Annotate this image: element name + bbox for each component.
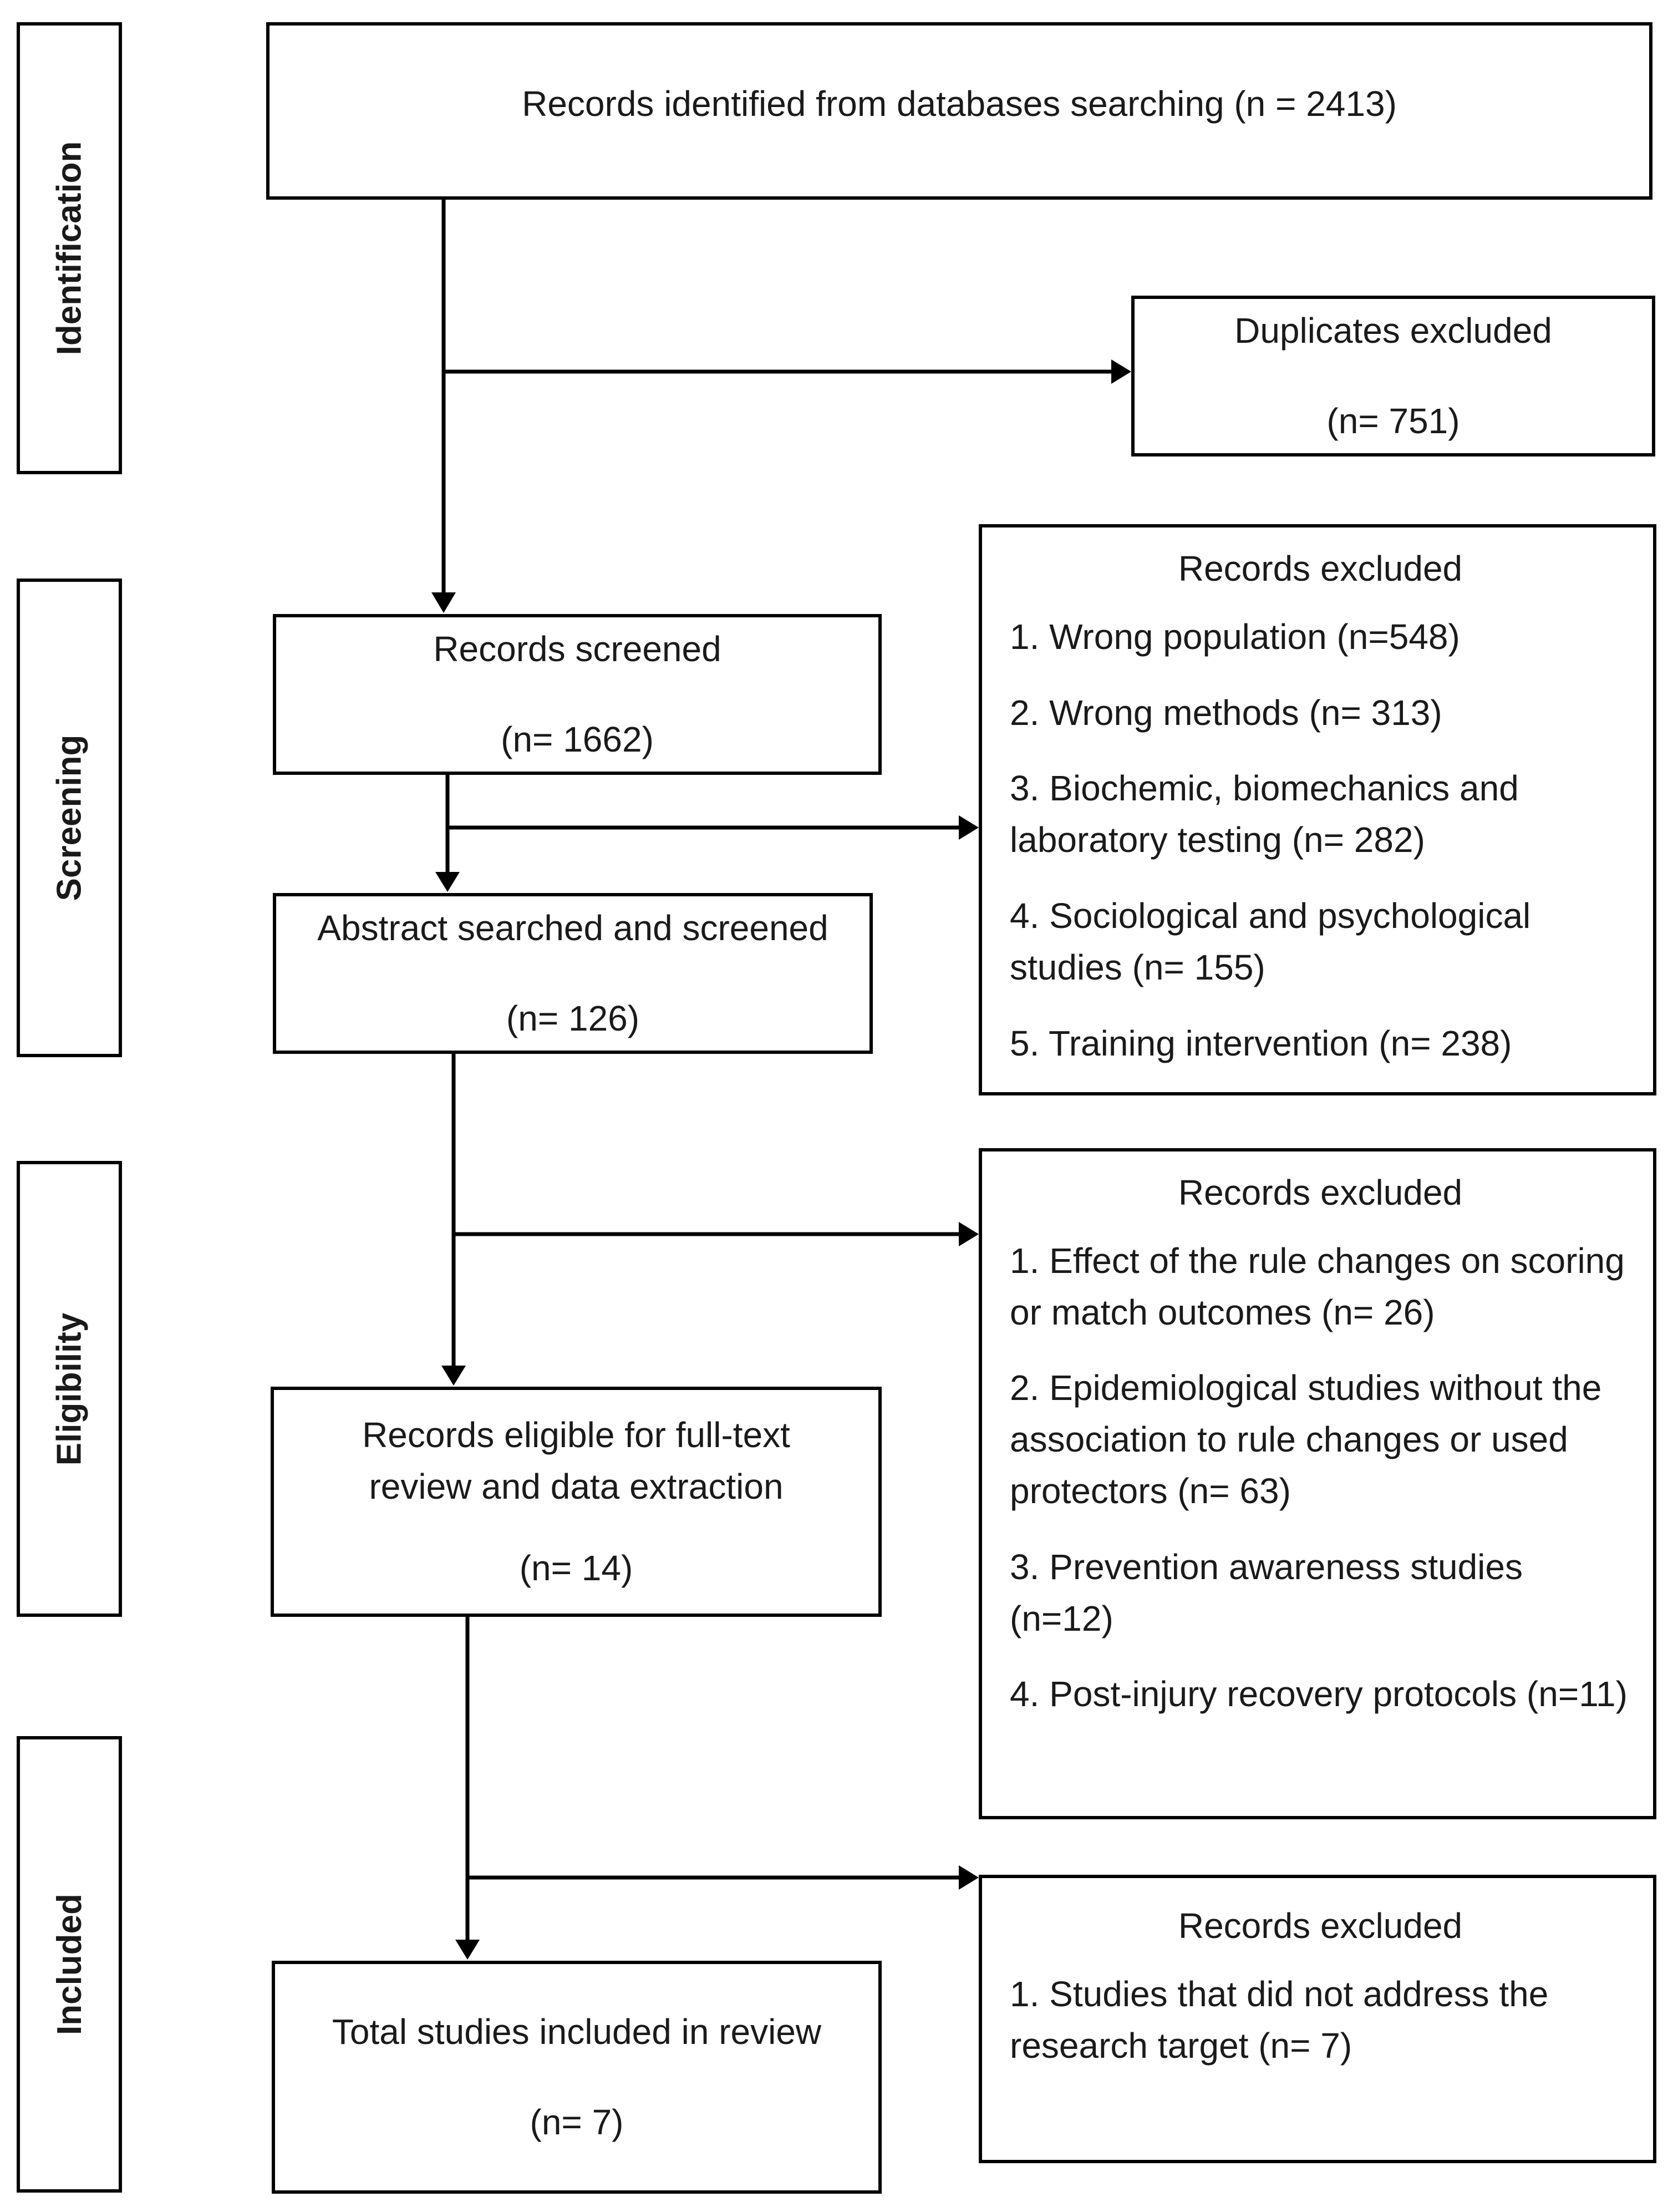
eligible-count: (n= 14): [519, 1548, 633, 1589]
arrowhead-right: [959, 1865, 979, 1890]
screened-label: Records screened: [433, 629, 721, 669]
identified-label: Records identified from databases search…: [522, 84, 1397, 124]
eligibility-exclusion-item: 3. Prevention awareness studies (n=12): [1010, 1546, 1523, 1638]
included-exclusion-box: Records excluded 1. Studies that did not…: [979, 1875, 1656, 2163]
screening-exclusion-item: 4. Sociological and psychological studie…: [1010, 895, 1531, 987]
screening-exclusion-title: Records excluded: [1178, 549, 1463, 588]
identified-box: Records identified from databases search…: [266, 22, 1652, 200]
screening-exclusion-item: 2. Wrong methods (n= 313): [1010, 692, 1442, 733]
eligibility-exclusion-item: 4. Post-injury recovery protocols (n=11): [1010, 1674, 1628, 1714]
abstract-box: Abstract searched and screened (n= 126): [273, 893, 873, 1054]
arrowhead-down: [435, 872, 460, 892]
screened-count: (n= 1662): [501, 719, 654, 759]
eligible-label-line1: Records eligible for full-text: [362, 1414, 790, 1455]
stage-identification: Identification: [17, 22, 122, 474]
stage-included: Included: [17, 1736, 122, 2193]
stage-eligibility: Eligibility: [17, 1161, 122, 1617]
eligibility-exclusion-title: Records excluded: [1178, 1173, 1463, 1212]
included-count: (n= 7): [530, 2102, 624, 2142]
screening-exclusion-item: 3. Biochemic, biomechanics and laborator…: [1010, 768, 1519, 860]
abstract-count: (n= 126): [506, 998, 640, 1038]
included-label: Total studies included in review: [332, 2012, 822, 2052]
abstract-label: Abstract searched and screened: [317, 908, 828, 948]
arrowhead-right: [959, 815, 979, 840]
arrowhead-down: [455, 1940, 480, 1960]
arrowhead-down: [431, 592, 456, 613]
duplicates-count: (n= 751): [1326, 401, 1460, 441]
stage-screening: Screening: [17, 579, 122, 1057]
screening-exclusion-item: 5. Training intervention (n= 238): [1010, 1023, 1512, 1063]
duplicates-label: Duplicates excluded: [1234, 311, 1552, 351]
eligibility-exclusion-item: 2. Epidemiological studies without the a…: [1010, 1368, 1602, 1511]
included-exclusion-title: Records excluded: [1178, 1906, 1463, 1946]
arrowhead-right: [1111, 359, 1131, 384]
eligible-box: Records eligible for full-text review an…: [271, 1387, 882, 1617]
eligibility-exclusion-box: Records excluded 1. Effect of the rule c…: [979, 1148, 1656, 1819]
arrowhead-right: [959, 1222, 979, 1246]
duplicates-box: Duplicates excluded (n= 751): [1131, 296, 1655, 456]
eligible-label-line2: review and data extraction: [369, 1466, 784, 1506]
included-exclusion-item: 1. Studies that did not address the rese…: [1010, 1973, 1549, 2066]
included-box: Total studies included in review (n= 7): [272, 1961, 882, 2194]
arrowhead-down: [441, 1366, 466, 1386]
screened-box: Records screened (n= 1662): [273, 614, 882, 775]
eligibility-exclusion-item: 1. Effect of the rule changes on scoring…: [1010, 1240, 1625, 1332]
screening-exclusion-item: 1. Wrong population (n=548): [1010, 616, 1460, 657]
screening-exclusion-box: Records excluded 1. Wrong population (n=…: [979, 524, 1656, 1095]
